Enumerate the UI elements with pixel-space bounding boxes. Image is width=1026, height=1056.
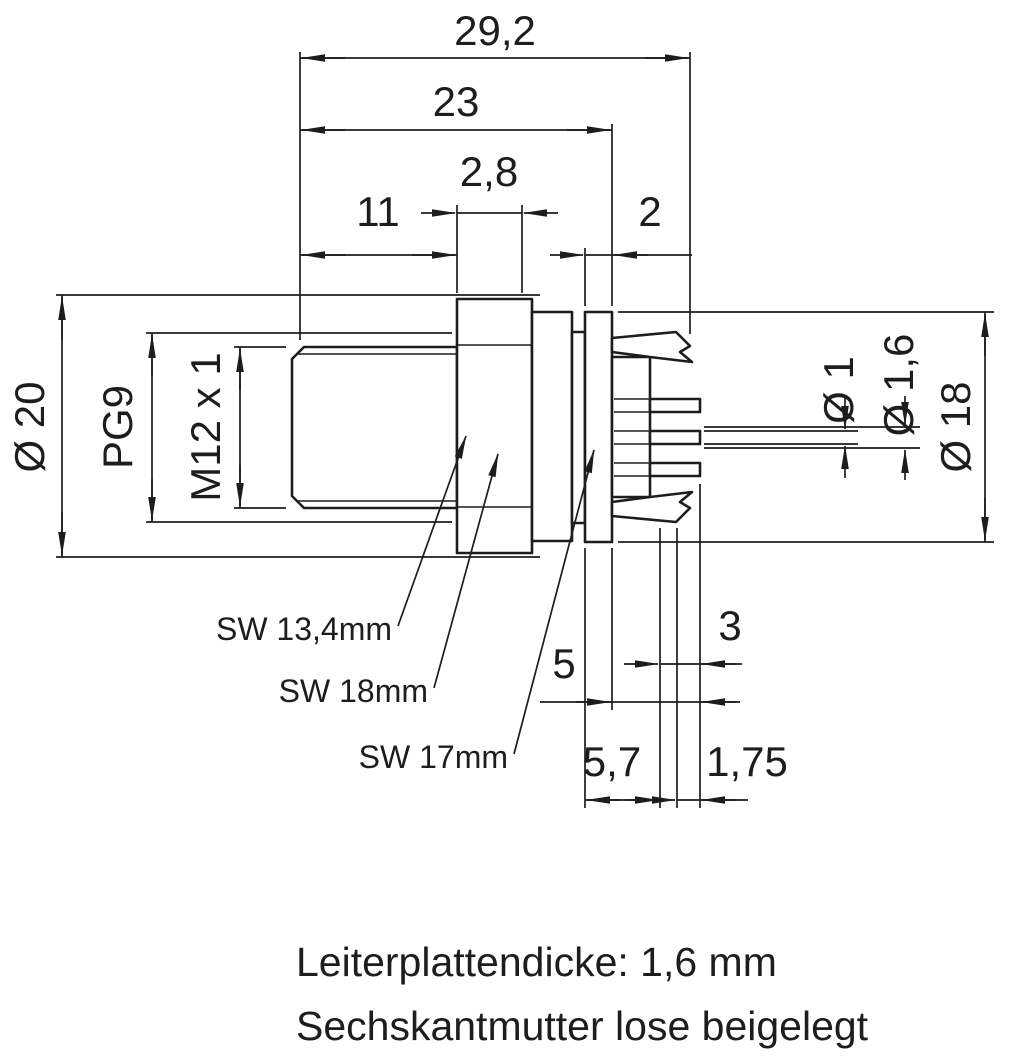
dimension-pg9: PG9 [94, 332, 452, 523]
label-sw-18: SW 18mm [279, 453, 499, 709]
back-body [610, 355, 652, 499]
dimension-dia-1: Ø 1 [704, 356, 862, 478]
dim-label-dia-20: Ø 20 [6, 381, 53, 472]
note-line-2: Sechskantmutter lose beigelegt [296, 1003, 869, 1049]
dim-label-5: 5 [552, 640, 575, 687]
dim-label-2-8: 2,8 [460, 148, 518, 195]
connector-illustration [290, 297, 702, 555]
snap-clip-top [610, 330, 694, 364]
label-sw-17: SW 17mm [359, 449, 595, 775]
hex-nut [530, 310, 574, 543]
dimension-2: 2 [550, 188, 692, 306]
dimension-11: 11 [300, 188, 457, 259]
dimension-m12x1: M12 x 1 [182, 346, 286, 509]
pin-top [648, 397, 702, 414]
dimension-dia-1-6: Ø 1,6 [704, 334, 922, 480]
bottom-extension-lines [584, 484, 701, 808]
dim-label-23: 23 [433, 78, 480, 125]
flange-disc [583, 310, 614, 544]
dimension-2-8: 2,8 [421, 148, 558, 293]
dim-label-dia-1-6: Ø 1,6 [875, 334, 922, 437]
dim-label-dia-18: Ø 18 [932, 381, 979, 472]
sw-18-text: SW 18mm [279, 673, 428, 709]
dim-label-2: 2 [638, 188, 661, 235]
dimension-23: 23 [300, 78, 613, 306]
label-sw-13-4: SW 13,4mm [216, 435, 467, 647]
dimension-dia-20: Ø 20 [6, 294, 540, 558]
dim-label-5-7: 5,7 [583, 738, 641, 785]
notes-block: Leiterplattendicke: 1,6 mm Sechskantmutt… [296, 939, 869, 1049]
dimension-5-7: 5,7 [583, 738, 660, 804]
dim-label-29-2: 29,2 [454, 7, 536, 54]
dim-label-1-75: 1,75 [706, 738, 788, 785]
pin-middle [648, 429, 702, 446]
pin-bottom [648, 461, 702, 478]
hex-body [455, 297, 534, 555]
dim-label-3: 3 [718, 602, 741, 649]
note-line-1: Leiterplattendicke: 1,6 mm [296, 939, 777, 985]
sw-13-4-text: SW 13,4mm [216, 611, 392, 647]
dim-label-dia-1: Ø 1 [815, 356, 862, 424]
dim-label-m12x1: M12 x 1 [182, 352, 229, 501]
dimension-29-2: 29,2 [299, 7, 691, 340]
dim-label-pg9: PG9 [94, 385, 141, 469]
dimension-5: 5 [540, 640, 740, 706]
sw-17-text: SW 17mm [359, 739, 508, 775]
dimension-1-75: 1,75 [642, 738, 788, 804]
dimension-dia-18: Ø 18 [618, 311, 994, 543]
dim-label-11: 11 [356, 188, 400, 235]
dimension-3: 3 [624, 602, 742, 668]
thread-barrel [290, 345, 459, 510]
snap-clip-bottom [610, 490, 694, 524]
